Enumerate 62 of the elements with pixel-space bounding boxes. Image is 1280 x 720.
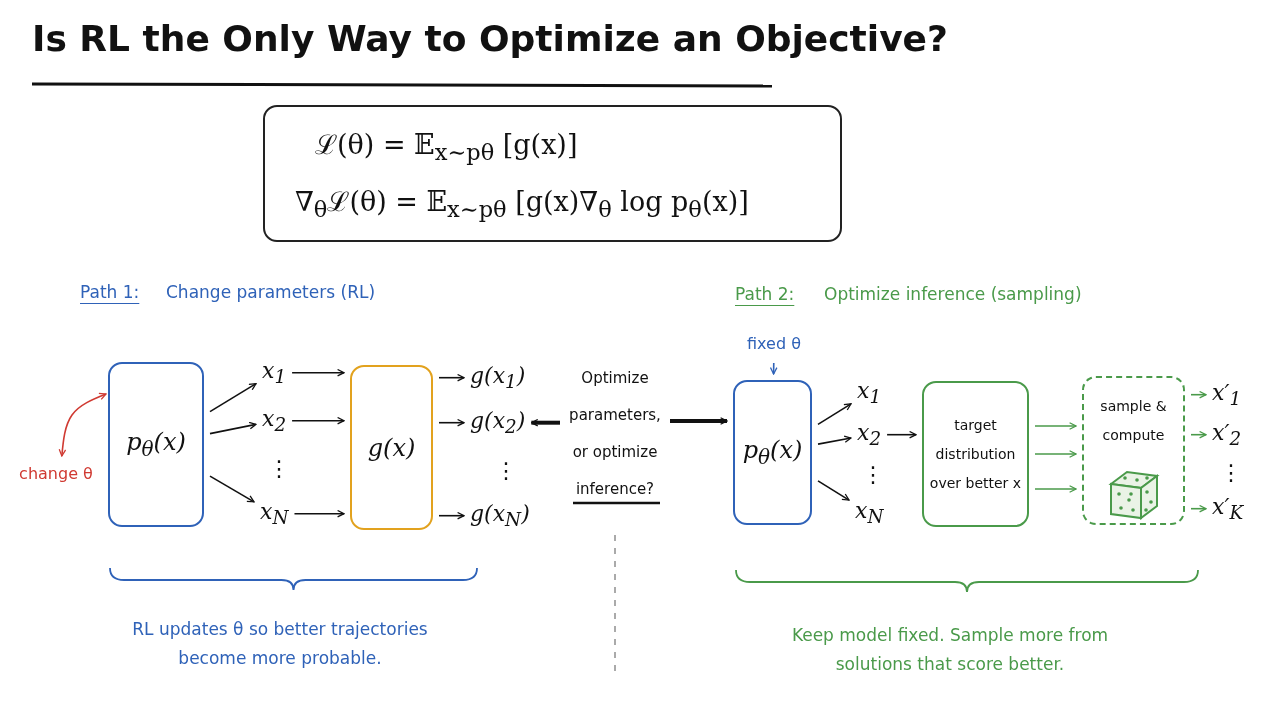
distribution-box [922, 381, 1029, 527]
title: Is RL the Only Way to Optimize an Objective? [32, 18, 948, 59]
box-text: target distribution over better x [928, 415, 1023, 493]
arrow [1190, 430, 1207, 439]
arrow [291, 416, 345, 425]
math-symbol: x′$_{1}$ [1212, 380, 1252, 412]
math-symbol: x′$_{2}$ [1212, 420, 1252, 452]
path-label: Optimize inference (sampling) [824, 283, 1082, 306]
annotation-text: fixed θ [738, 333, 810, 357]
math-symbol: g(x$_{2}$) [470, 408, 532, 438]
arrow [1034, 485, 1077, 493]
math-symbol: g(x$_{N}$) [470, 501, 532, 531]
equation: ℒ(θ) = 𝔼$_{x∼pθ}$ [g(x)] [315, 128, 578, 166]
arrow [817, 480, 850, 501]
model-box [733, 380, 812, 525]
arrow [209, 382, 257, 413]
box-text: sample & compute [1099, 397, 1168, 445]
arrow [291, 368, 345, 377]
ellipsis: ⋮ [1220, 459, 1242, 487]
arrow [209, 421, 257, 435]
arrow [769, 362, 778, 375]
ellipsis: ⋮ [268, 455, 290, 483]
math-symbol: x$_{1}$ [857, 378, 891, 408]
ellipsis: ⋮ [862, 461, 884, 489]
equation: ∇$_{θ}$ℒ(θ) = 𝔼$_{x∼pθ}$ [g(x)∇$_{θ}$ log p$_{θ}$(x)] [295, 184, 749, 222]
annotation-text: change θ [14, 460, 98, 518]
model-box [108, 362, 204, 527]
path-label: Change parameters (RL) [166, 281, 376, 304]
path-label: Path 1: [80, 281, 140, 304]
model-box [350, 365, 433, 530]
arrow [58, 392, 107, 457]
ellipsis: ⋮ [495, 457, 517, 485]
arrow [817, 435, 852, 445]
formula-box [263, 105, 842, 242]
arrow [1034, 422, 1077, 430]
sampling-box [1082, 376, 1185, 525]
arrow [438, 373, 465, 382]
math-symbol: x$_{N}$ [260, 499, 298, 529]
arrow [817, 403, 852, 426]
math-symbol: x$_{1}$ [262, 358, 296, 388]
arrow [1034, 450, 1077, 458]
arrow [670, 417, 728, 425]
arrow [530, 418, 560, 427]
math-symbol: x′$_{K}$ [1212, 494, 1252, 526]
summary-text: RL updates θ so better trajectories become more probable. [131, 618, 429, 670]
math-symbol: x$_{2}$ [262, 406, 296, 436]
arrow [438, 418, 465, 427]
arrow [293, 509, 345, 518]
math-symbol: x$_{2}$ [857, 420, 891, 450]
path-label: Path 2: [735, 283, 795, 306]
arrow [886, 430, 917, 439]
math-symbol: g(x) [367, 433, 416, 462]
arrow [209, 475, 255, 503]
math-symbol: g(x$_{1}$) [470, 363, 532, 393]
math-symbol: x$_{N}$ [855, 498, 893, 528]
arrow [1190, 390, 1207, 399]
arrow [1190, 504, 1207, 513]
summary-text: Keep model fixed. Sample more from solutions that score better. [790, 624, 1110, 676]
question-text: Optimize parameters, or optimize inference? [566, 360, 664, 510]
math-symbol: p$_{θ}$(x) [126, 428, 186, 461]
math-symbol: p$_{θ}$(x) [742, 436, 803, 469]
arrow [438, 511, 465, 520]
